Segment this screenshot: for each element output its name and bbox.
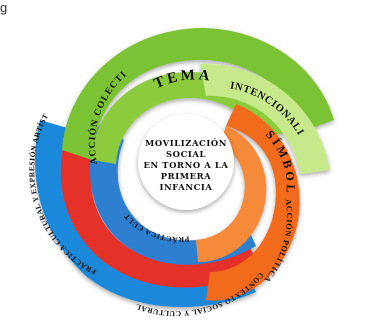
- center-line-4: PRIMERA: [161, 171, 212, 181]
- cropped-text-fragment: g: [0, 0, 8, 15]
- center-line-5: INFANCIA: [159, 182, 212, 192]
- center-line-2: SOCIAL: [166, 149, 206, 159]
- segment-red: [60, 110, 262, 288]
- center-line-3: EN TORNO A LA: [144, 160, 229, 170]
- segment-blue-outer: [35, 120, 256, 308]
- segment-green: [62, 28, 334, 160]
- center-line-1: MOVILIZACIÓN: [145, 137, 227, 148]
- center-circle: [138, 114, 234, 210]
- segment-dark-blue: [89, 124, 256, 265]
- segment-orange: [206, 104, 300, 301]
- spiral-shapes: [35, 28, 334, 308]
- segment-orange-inner: [196, 126, 267, 262]
- center-title: MOVILIZACIÓN SOCIAL EN TORNO A LA PRIMER…: [144, 137, 229, 192]
- segment-light-green: [200, 63, 330, 175]
